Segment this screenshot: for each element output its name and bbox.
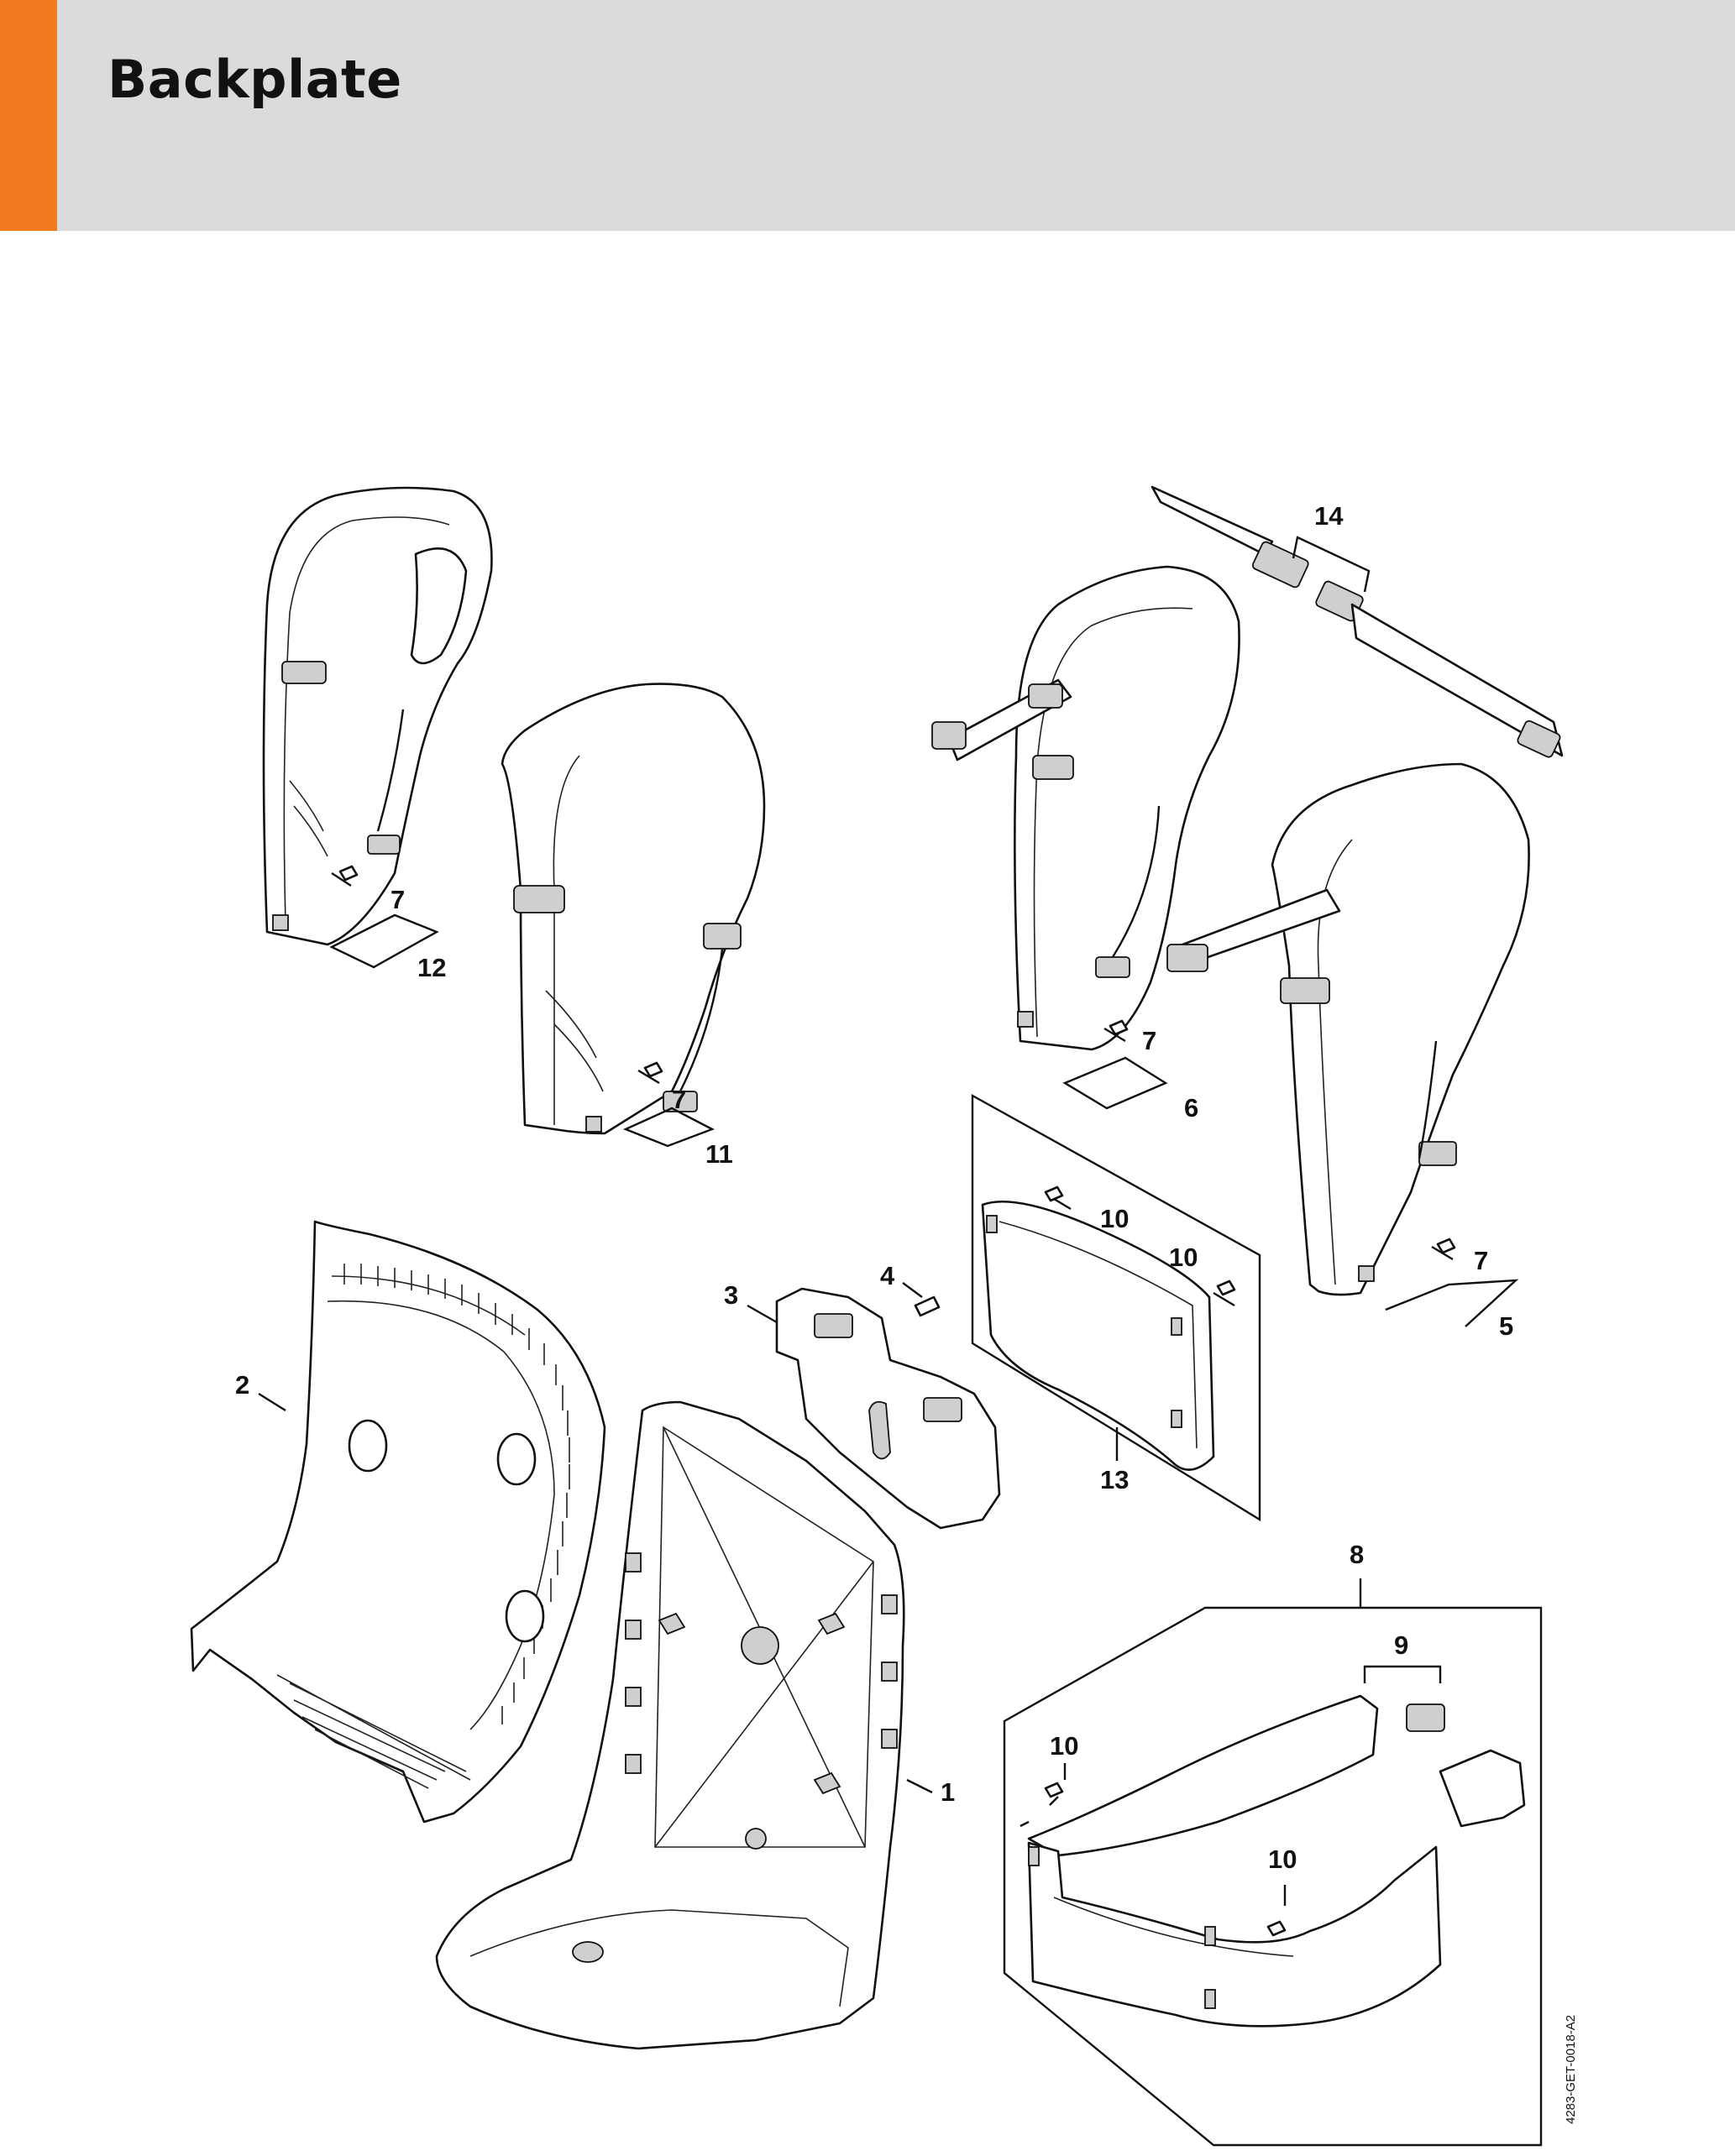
callout-7-d: 7 (1474, 1246, 1488, 1275)
shoulder-strap-11 (501, 683, 766, 1135)
shoulder-strap-6 (931, 565, 1240, 1051)
callout-3: 3 (724, 1280, 738, 1310)
callout-10-c: 10 (1050, 1731, 1078, 1761)
callout-14: 14 (1314, 501, 1344, 531)
callout-8: 8 (1350, 1540, 1364, 1569)
callout-7-b: 7 (672, 1085, 686, 1114)
callout-7-c: 7 (1142, 1026, 1156, 1055)
drawing-reference: 4283-GET-0018-A2 (1564, 2015, 1578, 2124)
back-pad-13 (971, 1093, 1261, 1522)
bracket-3 (775, 1287, 1001, 1530)
chest-strap-14 (1151, 485, 1564, 758)
callout-11: 11 (705, 1139, 733, 1169)
shoulder-strap-5 (1166, 762, 1530, 1296)
callout-7-a: 7 (391, 885, 405, 914)
callout-10-b: 10 (1169, 1243, 1198, 1272)
callout-2: 2 (235, 1370, 249, 1400)
frame-2 (190, 1220, 606, 1824)
callout-1: 1 (941, 1777, 955, 1807)
callout-6: 6 (1184, 1093, 1198, 1122)
callout-9: 9 (1394, 1630, 1408, 1660)
backplate-1 (435, 1400, 905, 2050)
shoulder-strap-12 (262, 486, 493, 946)
callout-10-d: 10 (1268, 1845, 1297, 1874)
accent-bar (0, 0, 57, 231)
screw-4 (902, 1282, 941, 1317)
callout-13: 13 (1100, 1465, 1129, 1494)
page-title: Backplate (107, 49, 402, 110)
callout-5: 5 (1499, 1311, 1513, 1341)
callout-4: 4 (880, 1261, 895, 1290)
callout-12: 12 (417, 953, 446, 982)
hip-belt-8 (1003, 1606, 1543, 2147)
callout-10-a: 10 (1100, 1204, 1129, 1233)
header-bar (0, 0, 1735, 231)
